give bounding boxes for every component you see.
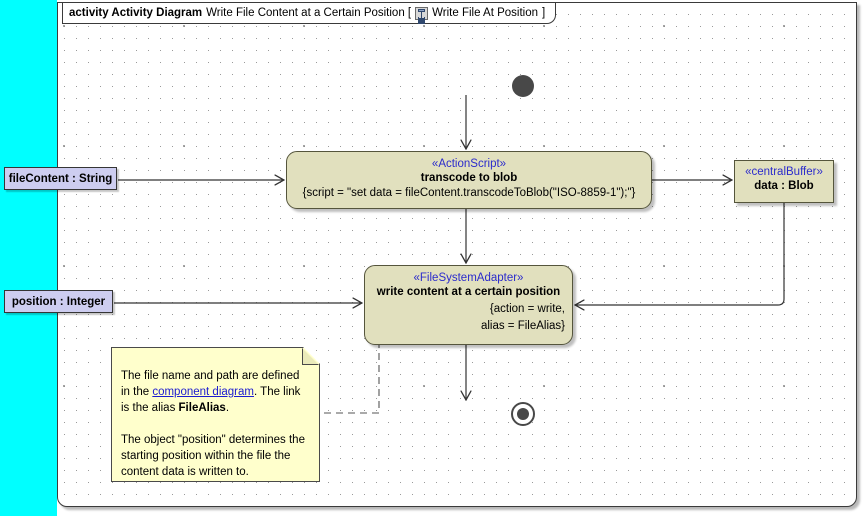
frame-title: Write File Content at a Certain Position… xyxy=(206,7,412,19)
pin-position[interactable]: position : Integer xyxy=(4,290,113,313)
action-write-name: write content at a certain position xyxy=(376,286,561,298)
action-transcode-body: {script = "set data = fileContent.transc… xyxy=(302,187,636,199)
diagram-frame-header[interactable]: activity Activity Diagram Write File Con… xyxy=(62,3,557,24)
note-comment[interactable]: The file name and path are defined in th… xyxy=(111,347,320,482)
action-write-stereotype: «FileSystemAdapter» xyxy=(413,272,524,284)
note-text-a: The file name and path are defined in th… xyxy=(121,370,300,398)
central-buffer-name: data : Blob xyxy=(754,180,814,192)
activity-final-node[interactable] xyxy=(511,402,535,426)
action-write-body-line2: alias = FileAlias} xyxy=(480,320,565,332)
pin-filecontent-label: fileContent : String xyxy=(8,172,113,185)
pin-position-label: position : Integer xyxy=(11,295,106,308)
note-paragraph-2: The object "position" determines the sta… xyxy=(121,434,305,478)
action-write-body-line1: {action = write, xyxy=(489,303,565,315)
pin-filecontent[interactable]: fileContent : String xyxy=(4,167,117,190)
note-text-bold: FileAlias xyxy=(178,402,226,414)
action-transcode-stereotype: «ActionScript» xyxy=(431,158,507,170)
frame-close-bracket: ] xyxy=(542,7,546,19)
frame-diagram-name: Write File At Position xyxy=(432,7,539,19)
activity-diagram-icon xyxy=(415,6,429,20)
action-transcode-name: transcode to blob xyxy=(420,172,518,184)
note-text-c: . xyxy=(225,402,230,414)
activity-diagram-frame[interactable]: activity Activity Diagram Write File Con… xyxy=(57,2,857,507)
action-write-content[interactable]: «FileSystemAdapter» write content at a c… xyxy=(364,265,573,345)
frame-keyword: activity Activity Diagram xyxy=(69,7,203,19)
action-transcode-to-blob[interactable]: «ActionScript» transcode to blob {script… xyxy=(286,151,652,209)
note-paragraph-1: The file name and path are defined in th… xyxy=(121,368,311,416)
note-link-component-diagram[interactable]: component diagram xyxy=(152,386,254,398)
central-buffer-node[interactable]: «centralBuffer» data : Blob xyxy=(734,160,834,203)
initial-node[interactable] xyxy=(512,75,534,97)
central-buffer-stereotype: «centralBuffer» xyxy=(745,166,823,178)
note-spacer xyxy=(121,416,311,432)
